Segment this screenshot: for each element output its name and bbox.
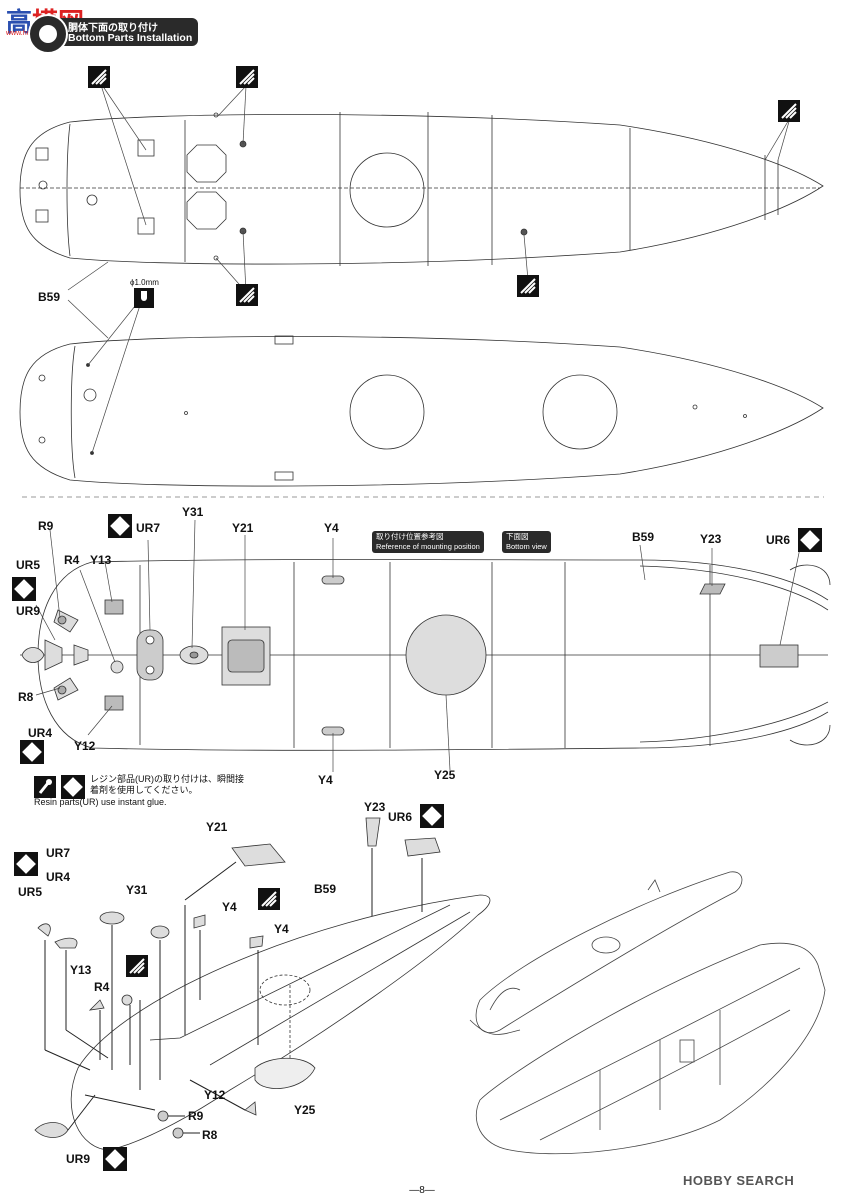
exploded-view — [34, 817, 491, 1151]
part-label-y4-top: Y4 — [324, 521, 339, 535]
hull-top-view-2 — [19, 335, 824, 487]
part-label-r4-exp: R4 — [94, 980, 110, 994]
part-label-ur9-exp: UR9 — [66, 1152, 91, 1166]
step-circle-icon — [28, 14, 68, 54]
part-label-y4b-exp: Y4 — [274, 922, 289, 936]
glue-icon — [34, 776, 56, 798]
resin-part-icon — [108, 514, 132, 538]
header-title-en: Bottom Parts Installation — [68, 32, 193, 44]
part-label-y25: Y25 — [434, 768, 456, 782]
resin-note-en: Resin parts(UR) use instant glue. — [34, 797, 167, 807]
part-label-y13-exp: Y13 — [70, 963, 92, 977]
part-label-ur6-exp: UR6 — [388, 810, 413, 824]
section-header: 胴体下面の取り付け Bottom Parts Installation — [28, 14, 198, 54]
part-label-y12: Y12 — [74, 739, 96, 753]
drill-hole-icon — [134, 288, 154, 308]
resin-part-icon — [12, 577, 36, 601]
cement-icon — [236, 284, 258, 306]
part-label-ur6: UR6 — [766, 533, 791, 547]
drill-size-note: ϕ1.0mm — [130, 278, 159, 287]
part-label-y13: Y13 — [90, 553, 112, 567]
part-label-y4a-exp: Y4 — [222, 900, 237, 914]
part-label-y4-bottom: Y4 — [318, 773, 333, 787]
part-label-r8: R8 — [18, 690, 34, 704]
part-label-ur4-exp: UR4 — [46, 870, 71, 884]
part-label-y25-exp: Y25 — [294, 1103, 316, 1117]
cement-icon — [88, 66, 110, 88]
part-label-r9-exp: R9 — [188, 1109, 204, 1123]
cement-icon — [236, 66, 258, 88]
resin-part-icon — [103, 1147, 127, 1171]
part-label-r8-exp: R8 — [202, 1128, 218, 1142]
part-label-r9: R9 — [38, 519, 54, 533]
part-label-ur4: UR4 — [28, 726, 53, 740]
cement-icon — [258, 888, 280, 910]
part-label-ur7-exp: UR7 — [46, 846, 71, 860]
part-label-r4: R4 — [64, 553, 80, 567]
part-label-b59: B59 — [38, 290, 61, 304]
part-label-y23-exp: Y23 — [364, 800, 386, 814]
hull-top-view-1 — [19, 112, 824, 266]
part-label-ur7: UR7 — [136, 521, 161, 535]
resin-part-icon — [20, 740, 44, 764]
resin-part-icon — [798, 528, 822, 552]
part-label-ur5: UR5 — [16, 558, 41, 572]
resin-part-icon — [420, 804, 444, 828]
hull-bottom-view — [20, 559, 831, 751]
part-label-y31-exp: Y31 — [126, 883, 148, 897]
part-label-ur9: UR9 — [16, 604, 41, 618]
resin-part-icon — [14, 852, 38, 876]
resin-note-ja-2: 着剤を使用してください。 — [90, 785, 198, 795]
page-number: —8— — [409, 1185, 435, 1196]
part-label-b59-exp: B59 — [314, 882, 337, 896]
cement-icon — [517, 275, 539, 297]
resin-part-icon — [61, 775, 85, 799]
part-label-ur5-exp: UR5 — [18, 885, 43, 899]
part-label-y23: Y23 — [700, 532, 722, 546]
cement-icon — [778, 100, 800, 122]
header-title-ja: 胴体下面の取り付け — [68, 23, 158, 34]
part-label-y31: Y31 — [182, 505, 204, 519]
part-label-y12-exp: Y12 — [204, 1088, 226, 1102]
part-label-b59-ref: B59 — [632, 530, 655, 544]
assembled-view — [469, 871, 826, 1155]
cement-icon — [126, 955, 148, 977]
hobby-search-watermark: HOBBY SEARCH — [683, 1173, 795, 1188]
part-label-y21-exp: Y21 — [206, 820, 228, 834]
resin-note-ja-1: レジン部品(UR)の取り付けは、瞬間接 — [90, 774, 244, 784]
part-label-y21: Y21 — [232, 521, 254, 535]
